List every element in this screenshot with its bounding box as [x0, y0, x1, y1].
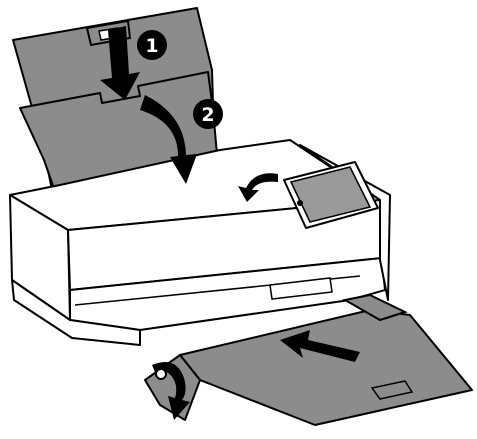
- step-badge-icon: 1: [137, 30, 167, 60]
- step-1-label: 1: [145, 35, 158, 57]
- step-badge-icon: 2: [193, 99, 223, 129]
- step-2-label: 2: [201, 104, 214, 126]
